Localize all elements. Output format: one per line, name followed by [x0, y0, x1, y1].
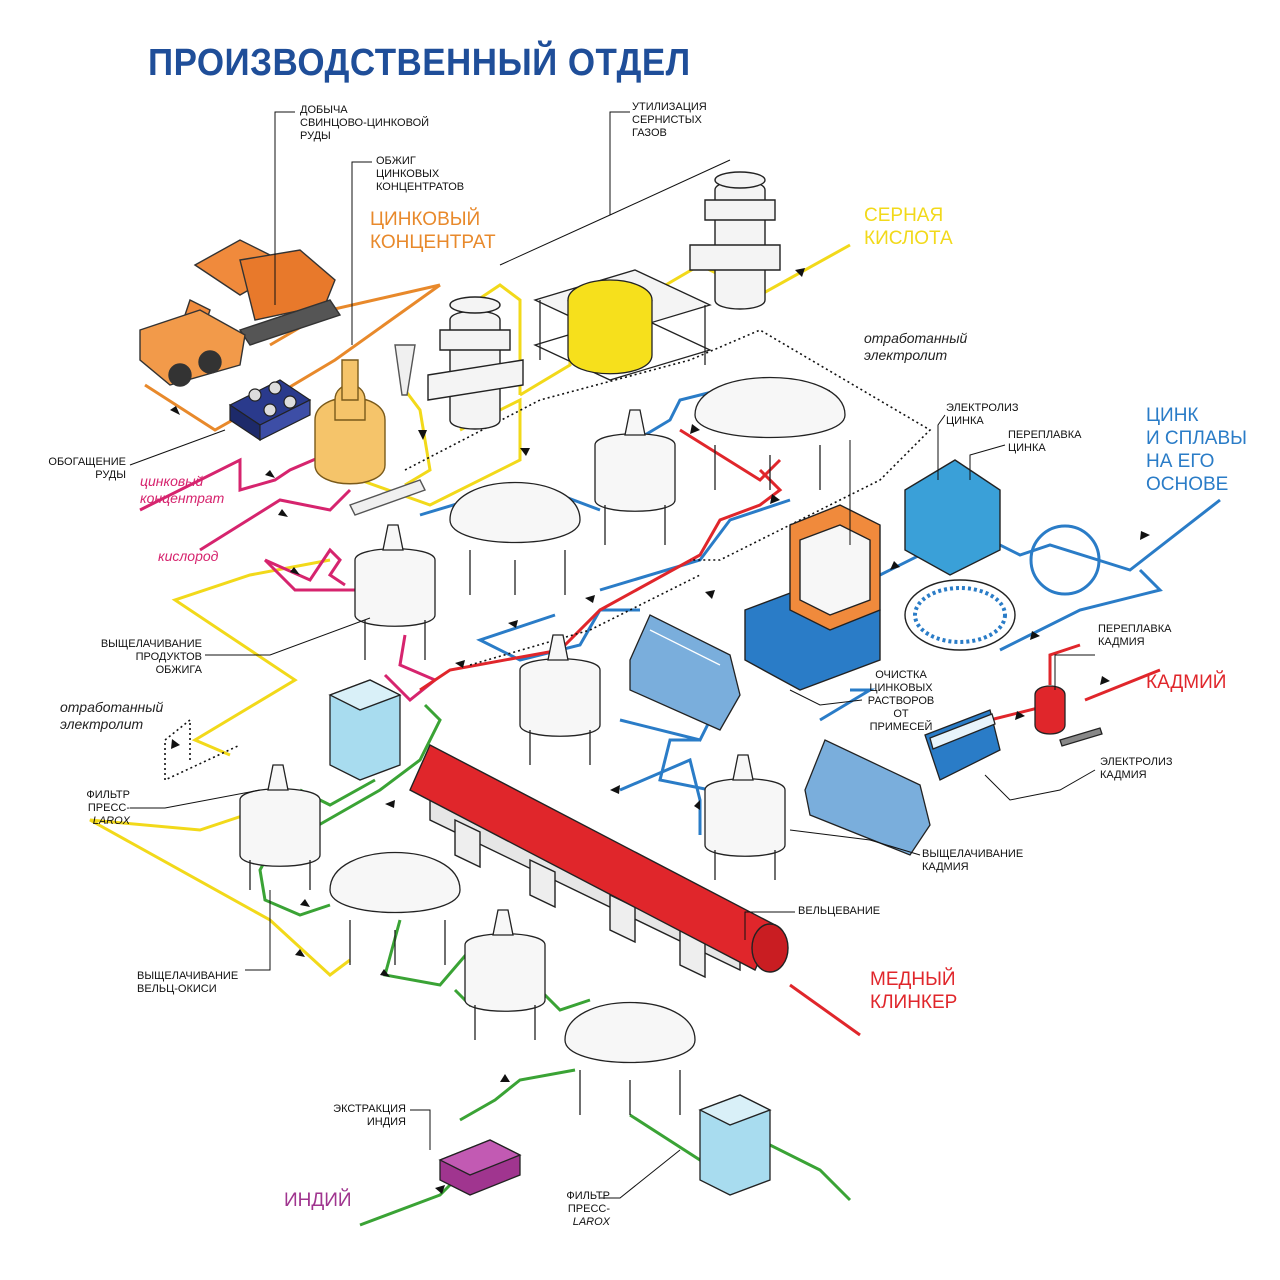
cadmium-leach-press-icon [804, 739, 931, 856]
flow-spent-electrolyte-top: отработанный электролит [864, 330, 968, 363]
leach-tank-5-icon [239, 764, 321, 890]
leach-tank-2-icon [354, 524, 436, 660]
product-sulfuric-acid: СЕРНАЯ КИСЛОТА [864, 205, 953, 249]
waelz-kiln-icon [409, 744, 789, 979]
leach-tank-3-icon [519, 634, 601, 765]
label-gas-utilization: УТИЛИЗАЦИЯ СЕРНИСТЫХ ГАЗОВ [632, 101, 707, 139]
product-copper-clinker: МЕДНЫЙ КЛИНКЕР [870, 969, 958, 1013]
zinc-remelt-icon [904, 459, 1101, 651]
label-roasting: ОБЖИГ ЦИНКОВЫХ КОНЦЕНТРАТОВ [376, 155, 465, 193]
indium-extraction-icon [438, 1139, 522, 1196]
zinc-electrolysis-icon [744, 504, 881, 691]
thickener-3-icon [329, 851, 461, 965]
label-waelz-oxide-leaching: ВЫЩЕЛАЧИВАНИЕ ВЕЛЬЦ-ОКИСИ [137, 970, 239, 995]
leach-tank-4-icon [704, 754, 786, 880]
label-roast-leaching: ВЫЩЕЛАЧИВАНИЕ ПРОДУКТОВ ОБЖИГА [100, 638, 202, 676]
label-filter-press-1: ФИЛЬТР ПРЕСС- LAROX [76, 789, 130, 828]
filter-press-2-text: ФИЛЬТР ПРЕСС- [566, 1190, 610, 1215]
spent-electrolyte-dotted [164, 329, 932, 782]
label-purification: ОЧИСТКА ЦИНКОВЫХ РАСТВОРОВ ОТ ПРИМЕСЕЙ [867, 669, 935, 733]
product-indium: ИНДИЙ [284, 1190, 352, 1211]
concentration-unit-icon [228, 379, 312, 442]
label-cadmium-leaching: ВЫЩЕЛАЧИВАНИЕ КАДМИЯ [922, 848, 1024, 873]
flow-zinc-concentrate: цинковый концентрат [140, 473, 225, 506]
cadmium-remelt-icon [1034, 685, 1103, 747]
page-title: ПРОИЗВОДСТВЕННЫЙ ОТДЕЛ [148, 42, 691, 84]
label-zinc-electrolysis: ЭЛЕКТРОЛИЗ ЦИНКА [946, 402, 1019, 427]
flow-oxygen: кислород [158, 548, 219, 564]
thickener-1-icon [694, 376, 846, 490]
gas-tower-right-icon [689, 171, 781, 310]
label-cadmium-remelt: ПЕРЕПЛАВКА КАДМИЯ [1098, 623, 1172, 648]
filter-press-2-icon [698, 1094, 772, 1196]
thickener-4-icon [564, 1001, 696, 1115]
purification-press-icon [629, 614, 741, 731]
leach-tank-1-icon [594, 409, 676, 545]
label-zinc-remelt: ПЕРЕПЛАВКА ЦИНКА [1008, 429, 1082, 454]
label-leader-lines [129, 111, 1096, 1199]
gas-tower-left-icon [427, 296, 524, 430]
filter-press-1-icon [328, 679, 402, 781]
leach-tank-6-icon [464, 909, 546, 1040]
filter-press-1-text: ФИЛЬТР ПРЕСС- [86, 789, 130, 814]
label-cadmium-electrolysis: ЭЛЕКТРОЛИЗ КАДМИЯ [1100, 756, 1173, 781]
label-filter-press-2: ФИЛЬТР ПРЕСС- LAROX [556, 1190, 610, 1229]
label-concentration: ОБОГАЩЕНИЕ РУДЫ [48, 456, 126, 481]
cadmium-electrolysis-icon [924, 709, 1001, 781]
thickener-2-icon [449, 481, 581, 595]
roaster-furnace-icon [314, 344, 426, 516]
label-waelz-process: ВЕЛЬЦЕВАНИЕ [798, 905, 881, 917]
filter-press-1-brand: LAROX [92, 815, 130, 827]
filter-press-2-brand: LAROX [572, 1216, 610, 1228]
product-zinc-concentrate: ЦИНКОВЫЙ КОНЦЕНТРАТ [370, 209, 496, 253]
flow-spent-electrolyte-left: отработанный электролит [60, 699, 164, 732]
acid-plant-icon [533, 269, 712, 381]
product-zinc-alloys: ЦИНК И СПЛАВЫ НА ЕГО ОСНОВЕ [1146, 405, 1247, 495]
label-mining: ДОБЫЧА СВИНЦОВО-ЦИНКОВОЙ РУДЫ [300, 104, 430, 142]
label-indium-extraction: ЭКСТРАКЦИЯ ИНДИЯ [333, 1103, 406, 1128]
product-cadmium: КАДМИЙ [1146, 672, 1227, 693]
excavator-icon [139, 239, 342, 387]
